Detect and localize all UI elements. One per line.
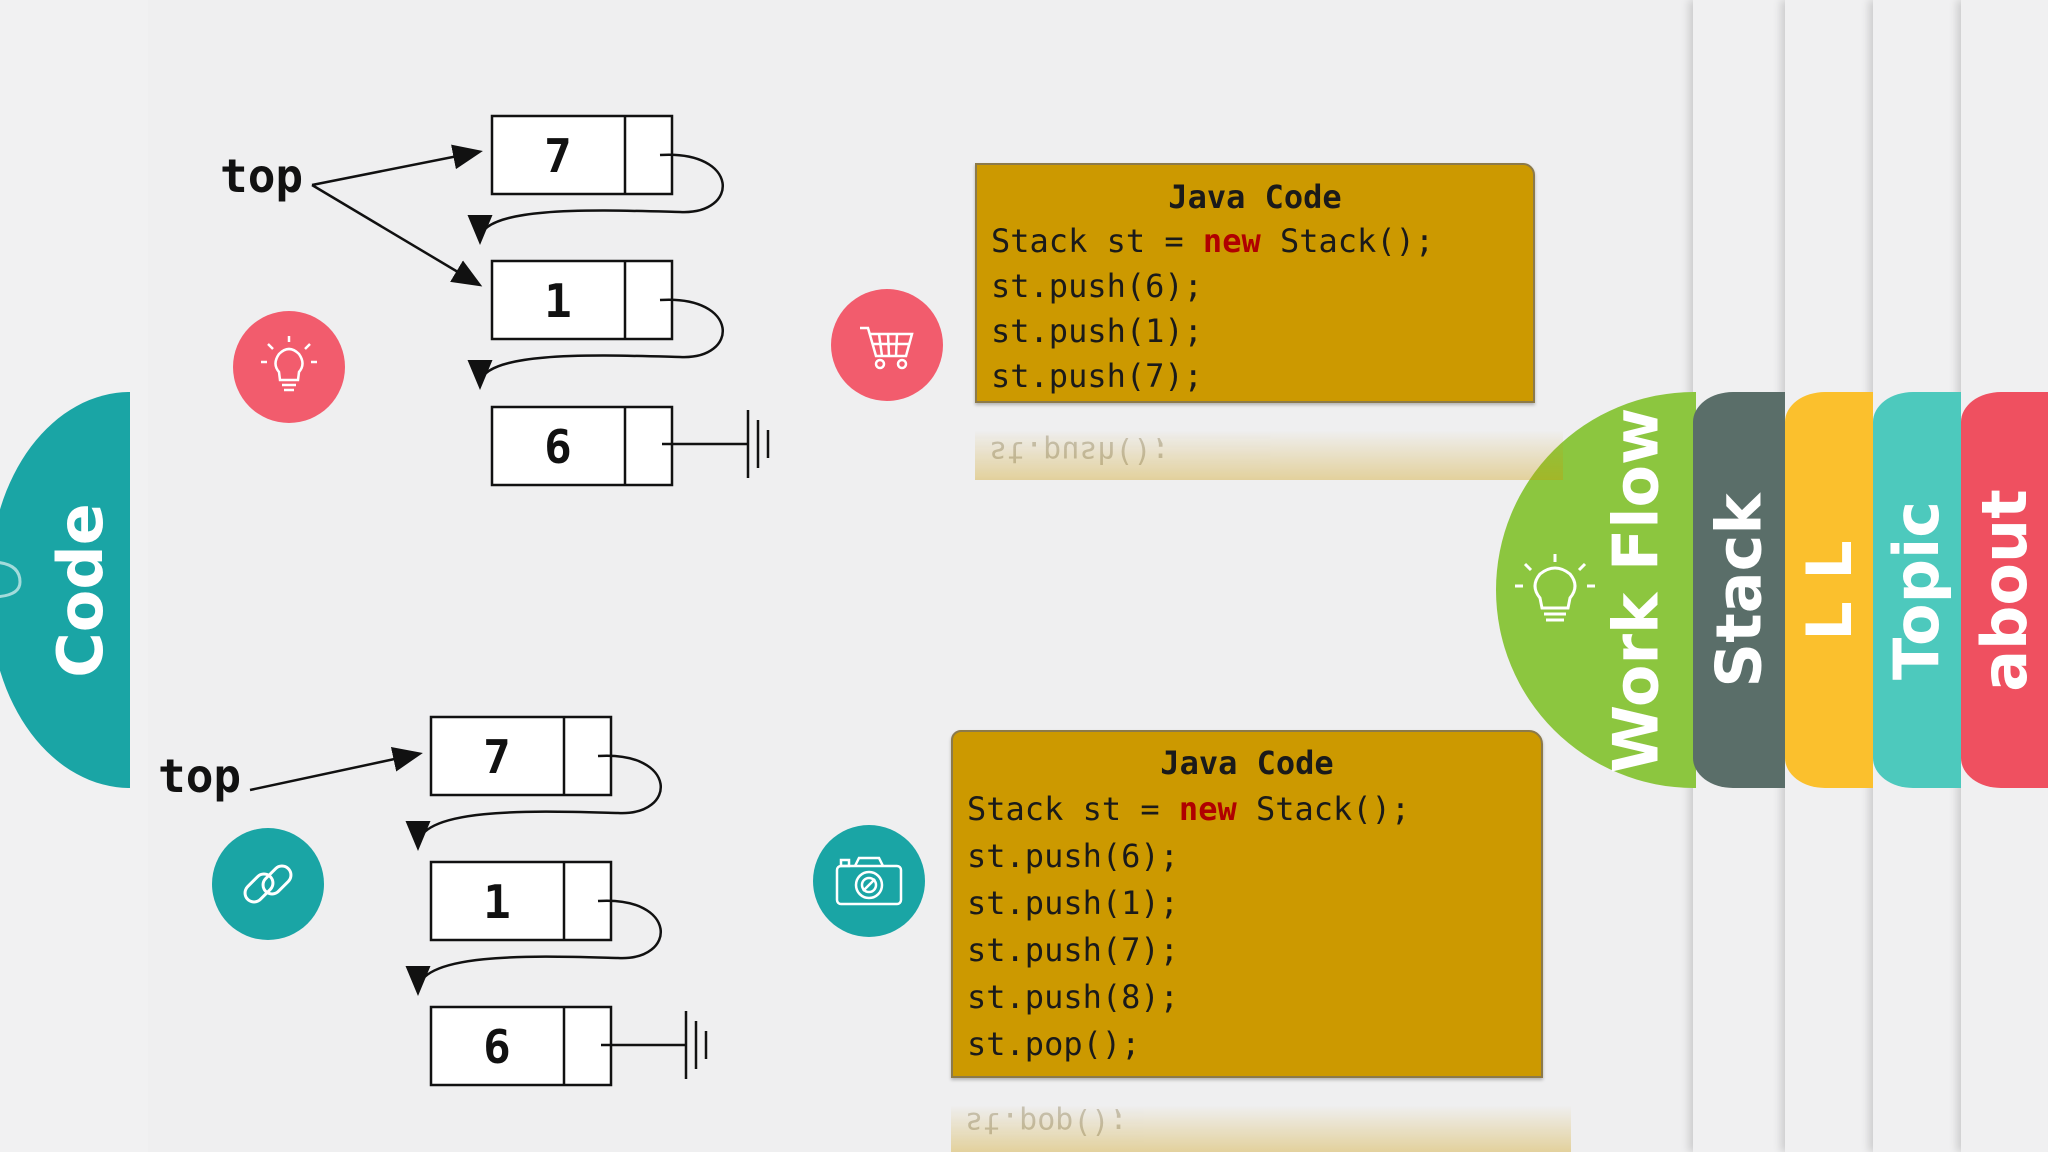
code-text: st.push(6); — [991, 267, 1203, 305]
lightbulb-icon-faint — [0, 552, 30, 612]
next-pointer-arrow — [405, 899, 663, 996]
list-node: 1 — [490, 259, 674, 341]
node-value: 7 — [483, 730, 511, 784]
code-box-bottom: Java Code Stack st = new Stack(); st.push… — [951, 730, 1543, 1078]
code-lines: Stack st = new Stack();st.push(6);st.pus… — [991, 219, 1519, 399]
code-text: Stack st = — [991, 222, 1203, 260]
code-line: st.push(6); — [967, 833, 1527, 880]
code-text: Stack st = — [967, 790, 1179, 828]
code-reflection: st.pop(); — [951, 1105, 1571, 1152]
lightbulb-icon — [233, 311, 345, 423]
bottom-pointer-label: top — [158, 749, 241, 803]
code-line: Stack st = new Stack(); — [967, 786, 1527, 833]
node-value: 6 — [544, 420, 572, 474]
code-box-top: Java Code Stack st = new Stack();st.push… — [975, 163, 1535, 403]
list-node: 7 — [429, 715, 613, 797]
null-ground-symbol — [601, 1011, 708, 1079]
list-node: 6 — [490, 405, 674, 487]
code-text: st.push(6); — [967, 837, 1179, 875]
code-text: Stack(); — [1236, 790, 1411, 828]
code-line: st.push(6); — [991, 264, 1519, 309]
top-pointer-arrow — [311, 144, 483, 187]
list-node: 6 — [429, 1005, 613, 1087]
code-line: st.push(1); — [967, 880, 1527, 927]
list-node: 7 — [490, 114, 674, 196]
camera-icon — [813, 825, 925, 937]
code-reflection: st.push(); — [975, 430, 1563, 480]
bottom-pointer-arrow — [249, 747, 423, 792]
top-pointer-arrow — [311, 183, 483, 287]
code-title: Java Code — [1160, 744, 1334, 782]
code-text: st.push(7); — [991, 357, 1203, 395]
list-node: 1 — [429, 860, 613, 942]
lightbulb-icon — [1510, 552, 1600, 636]
code-keyword: new — [1202, 222, 1261, 260]
reflection-text: st.pop(); — [965, 1105, 1128, 1140]
link-icon — [212, 828, 324, 940]
tab-topic[interactable]: Topic — [1873, 392, 1961, 788]
code-text: st.push(8); — [967, 978, 1179, 1016]
code-line: st.push(7); — [991, 354, 1519, 399]
next-pointer-arrow — [467, 153, 725, 245]
code-title: Java Code — [1168, 178, 1342, 216]
shopping-cart-icon — [831, 289, 943, 401]
node-value: 6 — [483, 1020, 511, 1074]
code-line: st.push(8); — [967, 974, 1527, 1021]
next-pointer-arrow — [405, 754, 663, 851]
tab-ll[interactable]: L L — [1785, 392, 1873, 788]
null-ground-symbol — [662, 410, 770, 478]
next-pointer-arrow — [467, 298, 725, 390]
code-text: st.push(1); — [991, 312, 1203, 350]
code-line: st.push(7); — [967, 927, 1527, 974]
code-text: st.push(1); — [967, 884, 1179, 922]
node-value: 1 — [483, 875, 511, 929]
code-text: st.pop(); — [967, 1025, 1141, 1063]
code-text: st.push(7); — [967, 931, 1179, 969]
top-pointer-label: top — [220, 149, 303, 203]
code-lines: Stack st = new Stack(); st.push(6); st.pus… — [967, 786, 1527, 1068]
code-text: Stack(); — [1260, 222, 1435, 260]
reflection-text: st.push(); — [989, 434, 1170, 469]
code-line: st.pop(); — [967, 1021, 1527, 1068]
tab-stack[interactable]: Stack — [1693, 392, 1785, 788]
node-value: 7 — [544, 129, 572, 183]
node-value: 1 — [544, 274, 572, 328]
tab-about[interactable]: about — [1961, 392, 2048, 788]
code-keyword: new — [1178, 790, 1237, 828]
code-line: Stack st = new Stack(); — [991, 219, 1519, 264]
code-line: st.push(1); — [991, 309, 1519, 354]
